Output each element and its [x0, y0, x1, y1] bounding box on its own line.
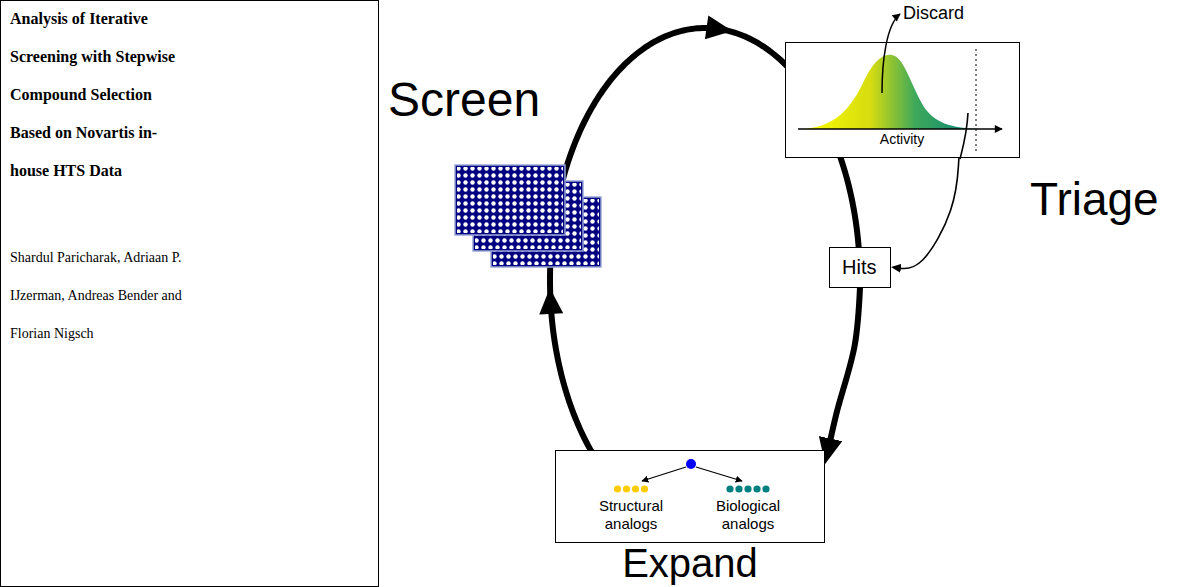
activity-plot-box: Activity [785, 42, 1020, 158]
activity-distribution [800, 55, 986, 129]
biological-analog-dot [726, 485, 733, 492]
analog-label: Structural analogs [581, 497, 681, 533]
stage-heading: Expand [570, 543, 810, 583]
author-list: Shardul Paricharak, Adriaan P. IJzerman,… [10, 239, 225, 353]
hits-arrow [896, 158, 959, 269]
cycle-arrowhead [705, 15, 734, 42]
structural-analog-dot [623, 485, 630, 492]
table-cell-border [1, 1, 379, 587]
discard-label: Discard [903, 3, 964, 25]
well-plate [455, 165, 565, 235]
discard-arrow [882, 14, 900, 93]
analog-label: Biological analogs [698, 497, 798, 533]
analog-arrow [696, 467, 742, 481]
structural-analog-dot [641, 485, 648, 492]
threshold-line [976, 49, 977, 151]
biological-analog-dot [762, 485, 769, 492]
paper-title: Analysis of Iterative Screening with Ste… [10, 0, 190, 190]
cycle-connector [828, 288, 860, 452]
axis-label: Activity [786, 131, 1018, 148]
box-label: Hits [842, 255, 876, 279]
analog-box: Structural analogs Biological analogs [555, 450, 825, 543]
hits-box: Hits [829, 247, 891, 288]
hits-arrow-stub [960, 113, 968, 159]
analog-arrow [642, 467, 686, 481]
cycle-arrowhead [538, 287, 563, 314]
query-compound [686, 459, 696, 469]
biological-analog-dot [735, 485, 742, 492]
activity-axis [798, 128, 1002, 130]
plate-stack [455, 165, 601, 267]
biological-analog-dot [744, 485, 751, 492]
stage-heading: Triage [1030, 176, 1159, 222]
box-illustration [556, 451, 824, 542]
structural-analog-dot [614, 485, 621, 492]
structural-analog-dot [632, 485, 639, 492]
biological-analog-dot [753, 485, 760, 492]
stage-heading: Screen [388, 76, 540, 124]
